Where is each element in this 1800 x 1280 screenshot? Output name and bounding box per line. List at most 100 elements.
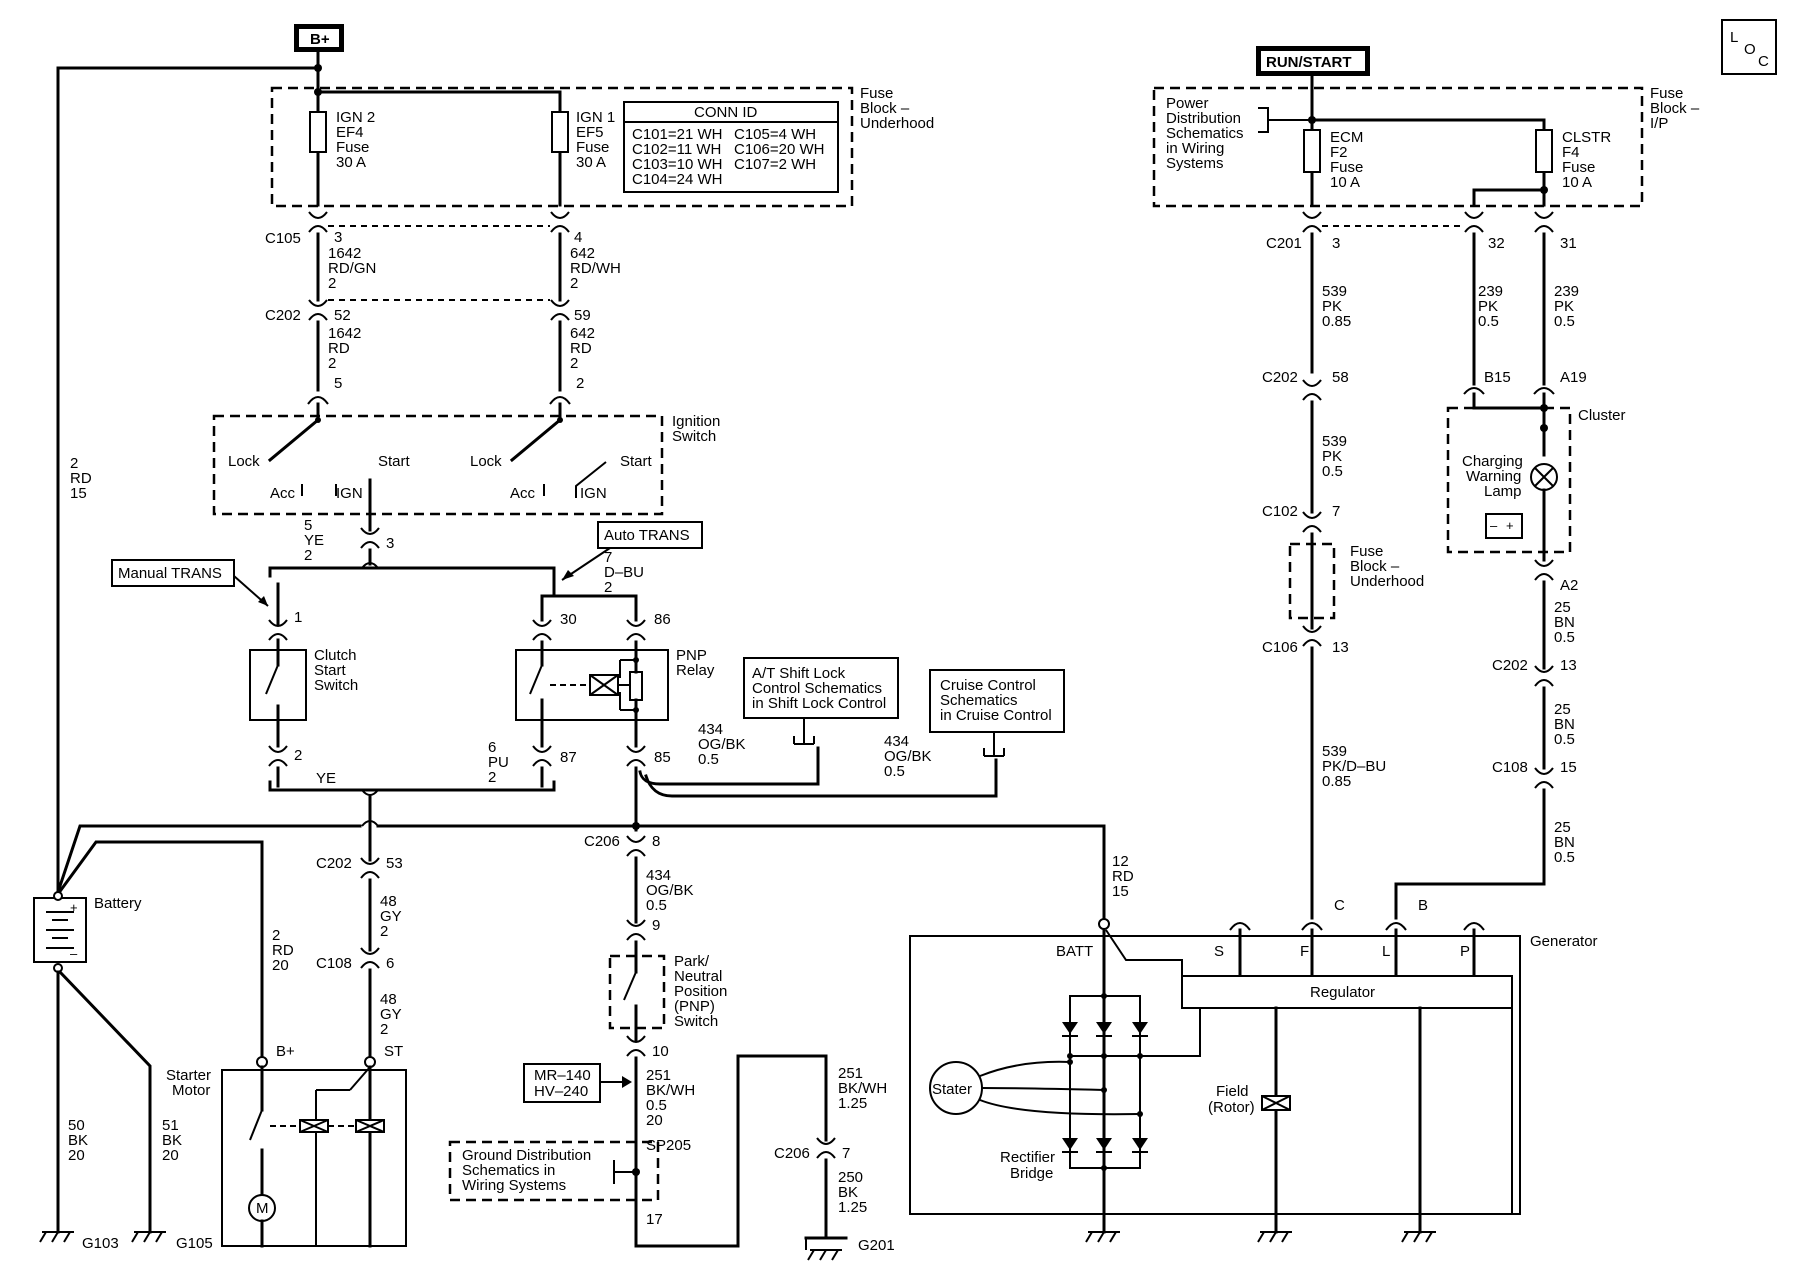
w25c-size: 0.5 xyxy=(1554,849,1575,866)
c202-label-3: C202 xyxy=(1262,369,1298,386)
grounddist-3: Wiring Systems xyxy=(462,1177,566,1194)
ground-distribution-box xyxy=(448,1140,660,1202)
c202-pin53: 53 xyxy=(386,855,403,872)
stator-label: Stater xyxy=(932,1081,972,1098)
c106-pin13: 13 xyxy=(1332,639,1349,656)
auto-trans-label: Auto TRANS xyxy=(604,527,690,544)
svg-text:–: – xyxy=(70,946,78,961)
acc-label-2: Acc xyxy=(510,485,536,502)
c202-pin58: 58 xyxy=(1332,369,1349,386)
gen-s-label: S xyxy=(1214,943,1224,960)
gen-c-label: C xyxy=(1334,897,1345,914)
pnp-relay-label-1: PNP xyxy=(676,647,707,664)
ign1-text: IGN 1 xyxy=(576,109,615,126)
w434a-num: 434 xyxy=(698,721,723,738)
conn-c104: C104=24 WH xyxy=(632,171,722,188)
w239b-color: PK xyxy=(1554,298,1574,315)
ye-label: YE xyxy=(316,770,336,787)
w434b-color: OG/BK xyxy=(884,748,932,765)
w25a-size: 0.5 xyxy=(1554,629,1575,646)
w48a-color: GY xyxy=(380,908,402,925)
ign1-amp: 30 A xyxy=(576,154,606,171)
hv-label: HV–240 xyxy=(534,1083,588,1100)
w642a-color: RD/WH xyxy=(570,260,621,277)
cluster-pinA19: A19 xyxy=(1560,369,1587,386)
c201-pin31: 31 xyxy=(1560,235,1577,252)
w48b-color: GY xyxy=(380,1006,402,1023)
w50-num: 50 xyxy=(68,1117,85,1134)
w5ye-size: 2 xyxy=(304,547,312,564)
c108-label-2: C108 xyxy=(1492,759,1528,776)
fuse-f4 xyxy=(1535,129,1553,173)
lock-label-2: Lock xyxy=(470,453,502,470)
w239a-size: 0.5 xyxy=(1478,313,1499,330)
c202-pin59: 59 xyxy=(574,307,591,324)
ign-label-2: IGN xyxy=(580,485,607,502)
auto-trans-box xyxy=(597,521,703,549)
w2rd20-color: RD xyxy=(272,942,294,959)
pnp-label-3: Position xyxy=(674,983,727,1000)
pnp-label-5: Switch xyxy=(674,1013,718,1030)
start-label-1: Start xyxy=(378,453,411,470)
w12rd-num: 12 xyxy=(1112,853,1129,870)
cruise-2: Schematics xyxy=(940,692,1018,709)
w1642a-size: 2 xyxy=(328,275,336,292)
starter-label-1: Starter xyxy=(166,1067,211,1084)
c106-label: C106 xyxy=(1262,639,1298,656)
fb-uh2-1: Fuse xyxy=(1350,543,1383,560)
at-shift-2: Control Schematics xyxy=(752,680,882,697)
c202-label-2: C202 xyxy=(316,855,352,872)
powerdist-2: Distribution xyxy=(1166,110,1241,127)
fuseblock-ip-1: Fuse xyxy=(1650,85,1683,102)
powerdist-3: Schematics xyxy=(1166,125,1244,142)
starter-st-label: ST xyxy=(384,1043,403,1060)
svg-text:–: – xyxy=(1490,518,1498,533)
cluster-pinA2: A2 xyxy=(1560,577,1578,594)
fuseblock-ip-3: I/P xyxy=(1650,115,1668,132)
gen-p-label: P xyxy=(1460,943,1470,960)
w434c-size: 0.5 xyxy=(646,897,667,914)
w539b-size: 0.5 xyxy=(1322,463,1343,480)
g105-label: G105 xyxy=(176,1235,213,1252)
conn-c103: C103=10 WH xyxy=(632,156,722,173)
w25b-color: BN xyxy=(1554,716,1575,733)
ecm-4: 10 A xyxy=(1330,174,1360,191)
relay-pin85: 85 xyxy=(654,749,671,766)
w539c-num: 539 xyxy=(1322,743,1347,760)
c202-label-4: C202 xyxy=(1492,657,1528,674)
w251b-color: BK/WH xyxy=(838,1080,887,1097)
starter-bplus-label: B+ xyxy=(276,1043,295,1060)
generator-label: Generator xyxy=(1530,933,1598,950)
c202-pin52: 52 xyxy=(334,307,351,324)
cluster-box xyxy=(1446,406,1572,554)
gen-b-label: B xyxy=(1418,897,1428,914)
clutch-pin1: 1 xyxy=(294,609,302,626)
fb-uh2-3: Underhood xyxy=(1350,573,1424,590)
w239b-size: 0.5 xyxy=(1554,313,1575,330)
fuseblock-uh-3: Underhood xyxy=(860,115,934,132)
fuseblock-uh-1: Fuse xyxy=(860,85,893,102)
chgwarn-2: Warning xyxy=(1466,468,1521,485)
bplus-label: B+ xyxy=(310,31,330,48)
w50-size: 20 xyxy=(68,1147,85,1164)
ign-label-1: IGN xyxy=(336,485,363,502)
start-label-2: Start xyxy=(620,453,653,470)
fuse-f2 xyxy=(1303,129,1321,173)
cluster-label: Cluster xyxy=(1578,407,1626,424)
loc-box: L O C xyxy=(1721,19,1777,75)
w2rd20-num: 2 xyxy=(272,927,280,944)
at-shift-lock-box xyxy=(743,657,899,719)
powerdist-1: Power xyxy=(1166,95,1209,112)
w1642b-num: 1642 xyxy=(328,325,361,342)
conn-id-table: CONN ID C101=21 WH C102=11 WH C103=10 WH… xyxy=(623,101,839,193)
run-start-label: RUN/START xyxy=(1266,54,1352,71)
w539c-color: PK/D–BU xyxy=(1322,758,1386,775)
pnp-label-2: Neutral xyxy=(674,968,722,985)
ign2-fuse: Fuse xyxy=(336,139,369,156)
clutch-pin2: 2 xyxy=(294,747,302,764)
c108-pin6: 6 xyxy=(386,955,394,972)
grounddist-1: Ground Distribution xyxy=(462,1147,591,1164)
w434c-num: 434 xyxy=(646,867,671,884)
w1642b-size: 2 xyxy=(328,355,336,372)
